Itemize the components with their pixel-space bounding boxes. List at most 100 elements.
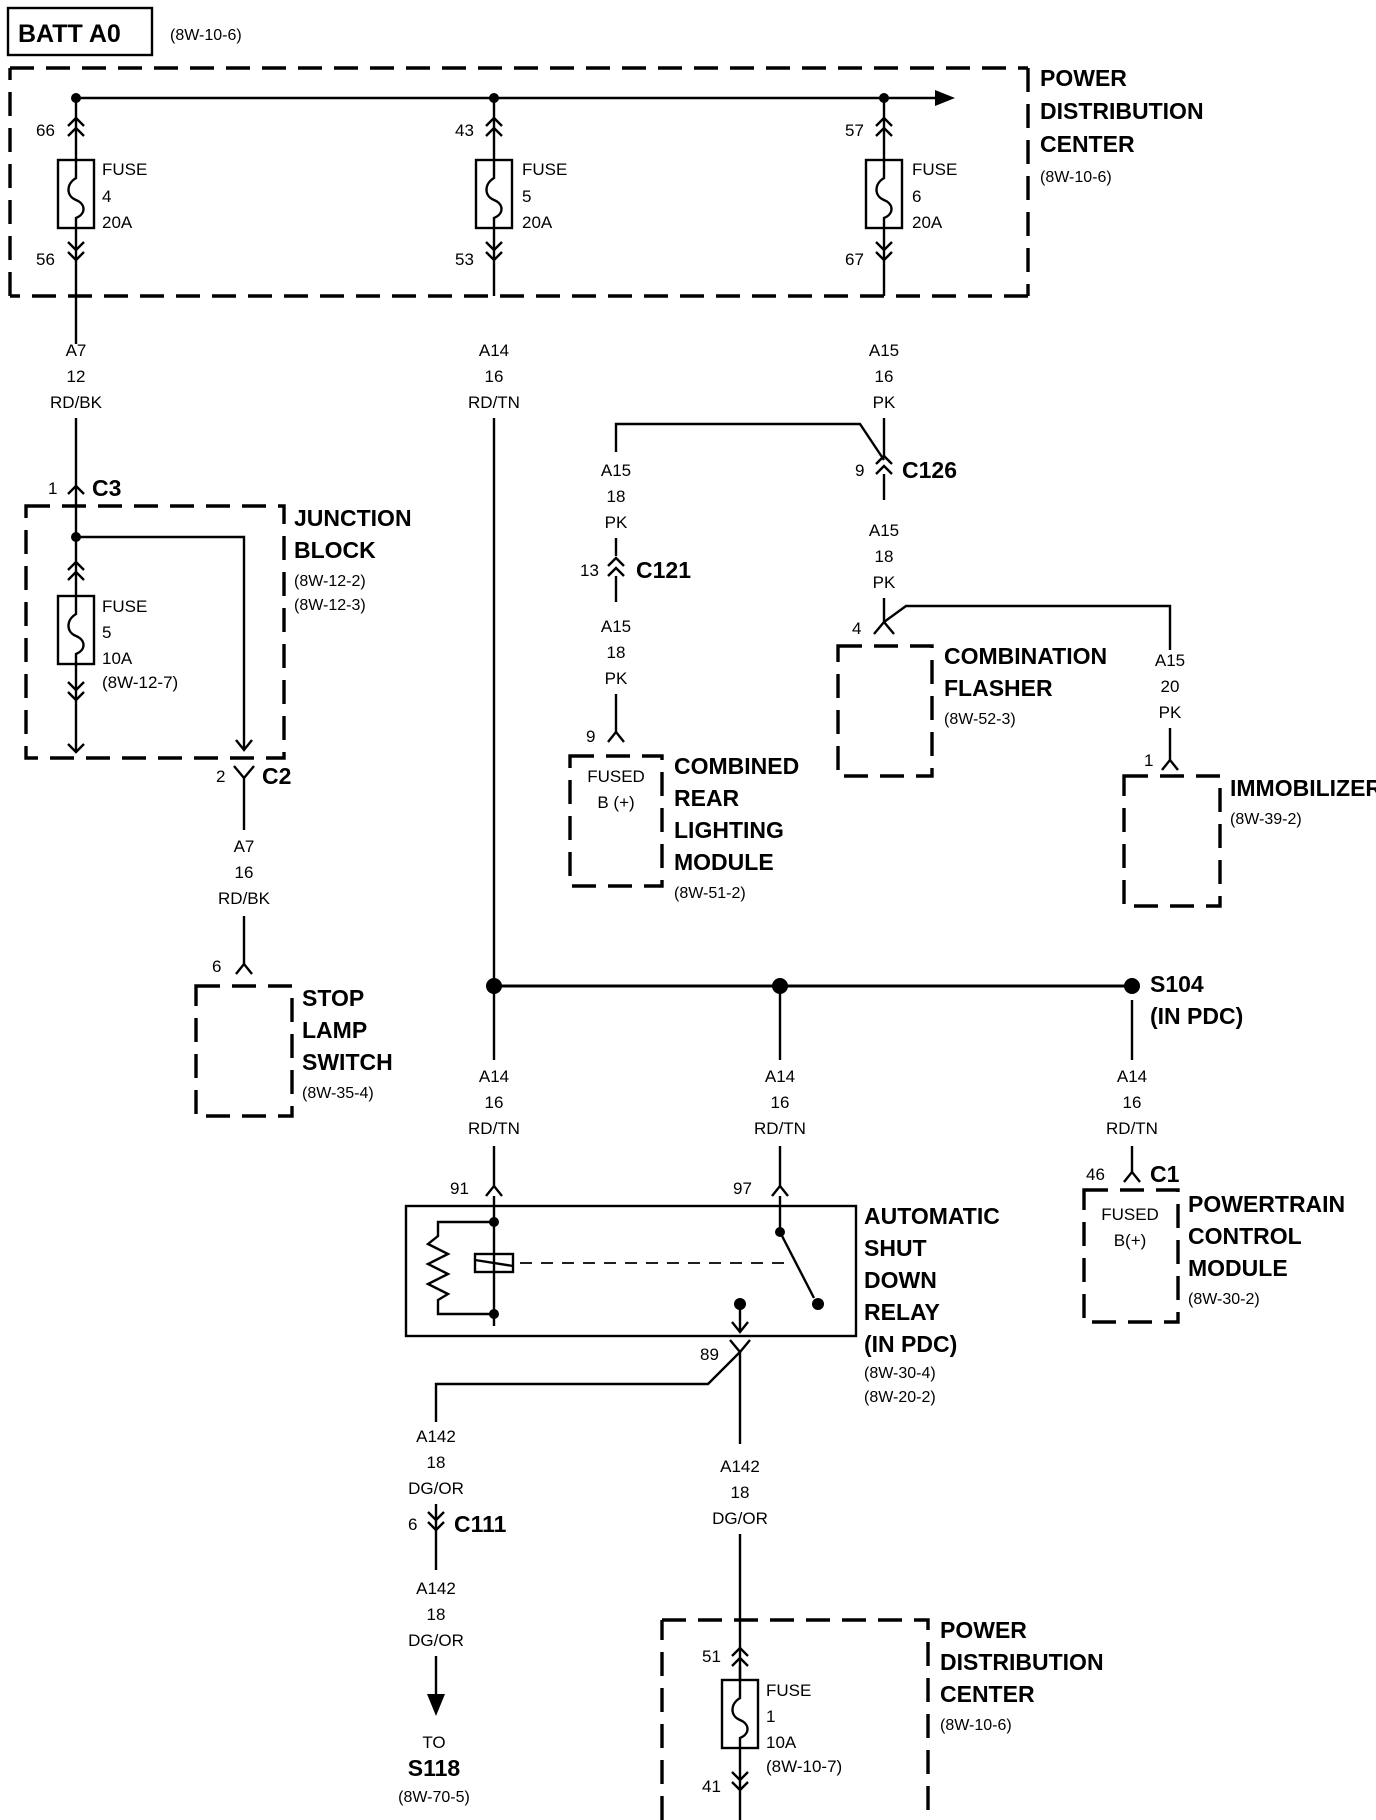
- c126-pin: 9: [855, 461, 864, 480]
- svg-text:FUSE: FUSE: [522, 160, 567, 179]
- s118-label: S118: [408, 1755, 461, 1781]
- svg-text:18: 18: [875, 547, 894, 566]
- crlm-title-1: COMBINED: [674, 753, 799, 779]
- svg-text:PK: PK: [873, 393, 896, 412]
- s118-arrow: [427, 1694, 445, 1716]
- svg-text:4: 4: [102, 187, 111, 206]
- stop-lamp-title-3: SWITCH: [302, 1049, 393, 1075]
- s118-to: TO: [422, 1733, 445, 1752]
- svg-text:A15: A15: [601, 617, 631, 636]
- svg-text:16: 16: [875, 367, 894, 386]
- pdc-bottom-title-3: CENTER: [940, 1681, 1035, 1707]
- svg-text:PK: PK: [605, 669, 628, 688]
- svg-text:18: 18: [427, 1453, 446, 1472]
- svg-text:RD/TN: RD/TN: [468, 393, 520, 412]
- svg-text:6: 6: [212, 957, 221, 976]
- asd-relay-box: [404, 1204, 858, 1338]
- pdc-top-title-1: POWER: [1040, 65, 1127, 91]
- svg-text:FUSED: FUSED: [587, 767, 645, 786]
- svg-text:16: 16: [485, 367, 504, 386]
- svg-text:FUSE: FUSE: [102, 597, 147, 616]
- c2-pin: 2: [216, 767, 225, 786]
- pcm-title-2: CONTROL: [1188, 1223, 1302, 1249]
- c1-pin: 46: [1086, 1165, 1105, 1184]
- relay-internals: [425, 1196, 824, 1334]
- svg-text:20A: 20A: [912, 213, 943, 232]
- pdc-top-title-2: DISTRIBUTION: [1040, 98, 1204, 124]
- flasher-title-2: FLASHER: [944, 675, 1053, 701]
- svg-text:20A: 20A: [522, 213, 553, 232]
- batt-box: [6, 6, 154, 57]
- svg-text:RD/BK: RD/BK: [218, 889, 271, 908]
- wire-a7-12-color: RD/BK: [50, 393, 103, 412]
- asd-title-4: RELAY: [864, 1299, 940, 1325]
- fuse-1: 51 41 FUSE 1 10A (8W-10-7): [702, 1646, 842, 1820]
- pdc-bottom-title-2: DISTRIBUTION: [940, 1649, 1104, 1675]
- svg-text:A14: A14: [479, 1067, 509, 1086]
- svg-text:67: 67: [845, 250, 864, 269]
- c1-label: C1: [1150, 1161, 1180, 1187]
- jb-ref-1: (8W-12-2): [294, 573, 366, 590]
- svg-text:16: 16: [235, 863, 254, 882]
- s104-node: [1124, 978, 1140, 994]
- batt-label: BATT A0: [18, 20, 121, 48]
- svg-text:B (+): B (+): [597, 793, 634, 812]
- flasher-ref: (8W-52-3): [944, 711, 1016, 728]
- asd-title-5: (IN PDC): [864, 1331, 957, 1357]
- s118-ref: (8W-70-5): [398, 1789, 470, 1806]
- svg-text:A14: A14: [479, 341, 509, 360]
- c111-label: C111: [454, 1511, 507, 1537]
- svg-text:10A: 10A: [766, 1733, 797, 1752]
- fuse-6: 57 67 FUSE 6 20A: [845, 98, 957, 296]
- svg-text:A15: A15: [1155, 651, 1185, 670]
- svg-text:FUSED: FUSED: [1101, 1205, 1159, 1224]
- asd-title-3: DOWN: [864, 1267, 937, 1293]
- svg-text:10A: 10A: [102, 649, 133, 668]
- flasher-box: [836, 644, 934, 778]
- svg-text:A14: A14: [765, 1067, 795, 1086]
- svg-text:PK: PK: [1159, 703, 1182, 722]
- c3-pin: 1: [48, 479, 57, 498]
- svg-text:1: 1: [766, 1707, 775, 1726]
- svg-text:41: 41: [702, 1777, 721, 1796]
- s104-sub: (IN PDC): [1150, 1003, 1243, 1029]
- pdc-bottom-box: [660, 1618, 930, 1820]
- svg-text:(8W-12-7): (8W-12-7): [102, 673, 178, 692]
- svg-text:53: 53: [455, 250, 474, 269]
- crlm-title-3: LIGHTING: [674, 817, 784, 843]
- immobilizer-box: [1122, 774, 1222, 908]
- svg-text:20A: 20A: [102, 213, 133, 232]
- fuse-4: 66 56 FUSE 4 20A: [36, 98, 147, 296]
- svg-text:RD/TN: RD/TN: [1106, 1119, 1158, 1138]
- crlm-title-2: REAR: [674, 785, 740, 811]
- fuse-5-top: 43 53 FUSE 5 20A: [455, 98, 567, 296]
- svg-text:PK: PK: [605, 513, 628, 532]
- svg-text:A14: A14: [1117, 1067, 1147, 1086]
- svg-text:43: 43: [455, 121, 474, 140]
- c111-pin: 6: [408, 1515, 417, 1534]
- asd-title-2: SHUT: [864, 1235, 927, 1261]
- svg-text:A7: A7: [234, 837, 255, 856]
- wire-a7-12-circuit: A7: [66, 341, 87, 360]
- jb-title-1: JUNCTION: [294, 505, 412, 531]
- svg-text:89: 89: [700, 1345, 719, 1364]
- svg-text:97: 97: [733, 1179, 752, 1198]
- pdc-top-box: [8, 66, 1030, 298]
- svg-text:5: 5: [522, 187, 531, 206]
- svg-text:RD/TN: RD/TN: [468, 1119, 520, 1138]
- asd-title-1: AUTOMATIC: [864, 1203, 1000, 1229]
- c3-label: C3: [92, 475, 121, 501]
- svg-text:A15: A15: [869, 521, 899, 540]
- pdc-top-ref: (8W-10-6): [1040, 169, 1112, 186]
- svg-text:66: 66: [36, 121, 55, 140]
- pdc-bottom-title-1: POWER: [940, 1617, 1027, 1643]
- asd-ref-2: (8W-20-2): [864, 1389, 936, 1406]
- svg-text:PK: PK: [873, 573, 896, 592]
- pdc-bottom-ref: (8W-10-6): [940, 1717, 1012, 1734]
- svg-text:51: 51: [702, 1647, 721, 1666]
- pdc-top-title-3: CENTER: [1040, 131, 1135, 157]
- bus-arrow: [935, 90, 955, 106]
- svg-text:57: 57: [845, 121, 864, 140]
- pcm-ref: (8W-30-2): [1188, 1291, 1260, 1308]
